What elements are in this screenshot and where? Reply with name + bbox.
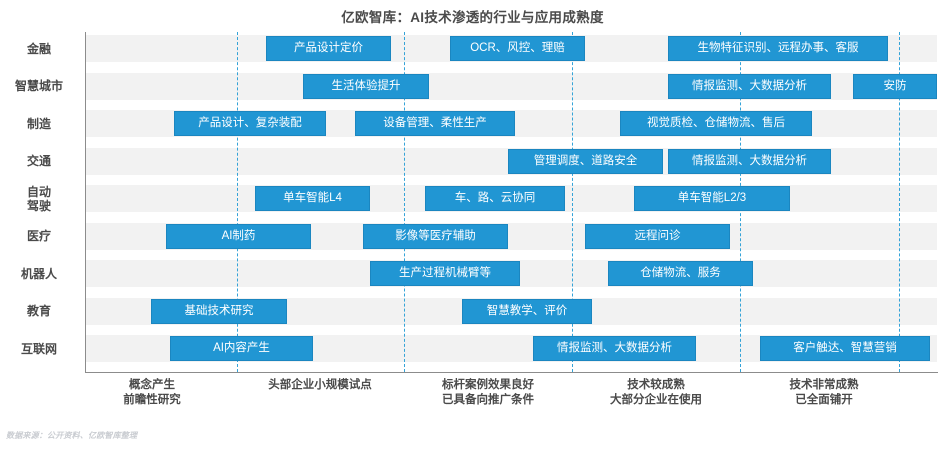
bar-互联网-1[interactable]: AI内容产生	[170, 336, 313, 361]
y-axis-label-互联网: 互联网	[20, 341, 57, 356]
bar-金融-2[interactable]: OCR、风控、理赔	[450, 36, 585, 61]
y-axis-label-金融: 金融	[26, 41, 51, 56]
y-axis-label-智慧城市: 智慧城市	[14, 79, 63, 93]
bar-自动驾驶-2[interactable]: 车、路、云协同	[425, 186, 565, 211]
bar-交通-1[interactable]: 管理调度、道路安全	[508, 148, 663, 174]
bar-自动驾驶-3[interactable]: 单车智能L2/3	[634, 186, 790, 211]
footer-divider	[0, 425, 945, 426]
bar-金融-3[interactable]: 生物特征识别、远程办事、客服	[668, 36, 888, 61]
bar-智慧城市-3[interactable]: 安防	[853, 73, 937, 99]
source-note: 数据来源：公开资料、亿欧智库整理	[6, 431, 138, 440]
y-axis-label-交通: 交通	[26, 154, 51, 168]
bar-医疗-2[interactable]: 影像等医疗辅助	[363, 223, 508, 249]
bar-教育-1[interactable]: 基础技术研究	[151, 298, 287, 324]
bar-制造-2[interactable]: 设备管理、柔性生产	[355, 111, 515, 136]
bar-互联网-2[interactable]: 情报监测、大数据分析	[533, 336, 696, 361]
chart-title: 亿欧智库：AI技术渗透的行业与应用成熟度	[341, 10, 604, 25]
y-axis-label-医疗: 医疗	[26, 229, 51, 243]
bar-智慧城市-2[interactable]: 情报监测、大数据分析	[668, 73, 831, 99]
bar-互联网-3[interactable]: 客户触达、智慧营销	[760, 336, 930, 361]
y-axis-label-机器人: 机器人	[20, 266, 57, 281]
bar-智慧城市-1[interactable]: 生活体验提升	[303, 73, 429, 99]
y-axis-line	[85, 32, 86, 373]
bar-自动驾驶-1[interactable]: 单车智能L4	[255, 186, 370, 211]
bar-机器人-2[interactable]: 仓储物流、服务	[608, 261, 753, 286]
bar-制造-3[interactable]: 视觉质检、仓储物流、售后	[620, 111, 812, 136]
gridline-stage-2	[404, 32, 405, 372]
y-axis-label-制造: 制造	[26, 116, 51, 131]
bar-医疗-3[interactable]: 远程问诊	[585, 223, 730, 249]
x-axis-stage-label-5: 技术非常成熟已全面铺开	[789, 379, 859, 406]
x-axis-stage-label-3: 标杆案例效果良好已具备向推广条件	[442, 379, 534, 406]
y-axis-label-自动驾驶: 自动驾驶	[26, 184, 51, 213]
gridline-stage-3	[572, 32, 573, 372]
gridline-stage-1	[237, 32, 238, 372]
x-axis-stage-label-4: 技术较成熟大部分企业在使用	[610, 379, 702, 406]
bar-机器人-1[interactable]: 生产过程机械臂等	[370, 261, 520, 286]
bar-制造-1[interactable]: 产品设计、复杂装配	[174, 111, 326, 136]
x-axis-line	[85, 372, 938, 373]
bar-教育-2[interactable]: 智慧教学、评价	[462, 298, 592, 324]
gridline-stage-5	[899, 32, 900, 372]
x-axis-stage-label-2: 头部企业小规模试点	[268, 379, 372, 391]
bar-医疗-1[interactable]: AI制药	[166, 223, 311, 249]
y-axis-label-教育: 教育	[26, 304, 51, 318]
bar-金融-1[interactable]: 产品设计定价	[266, 36, 391, 61]
x-axis-stage-label-1: 概念产生前瞻性研究	[123, 379, 181, 406]
bar-交通-2[interactable]: 情报监测、大数据分析	[668, 148, 831, 174]
